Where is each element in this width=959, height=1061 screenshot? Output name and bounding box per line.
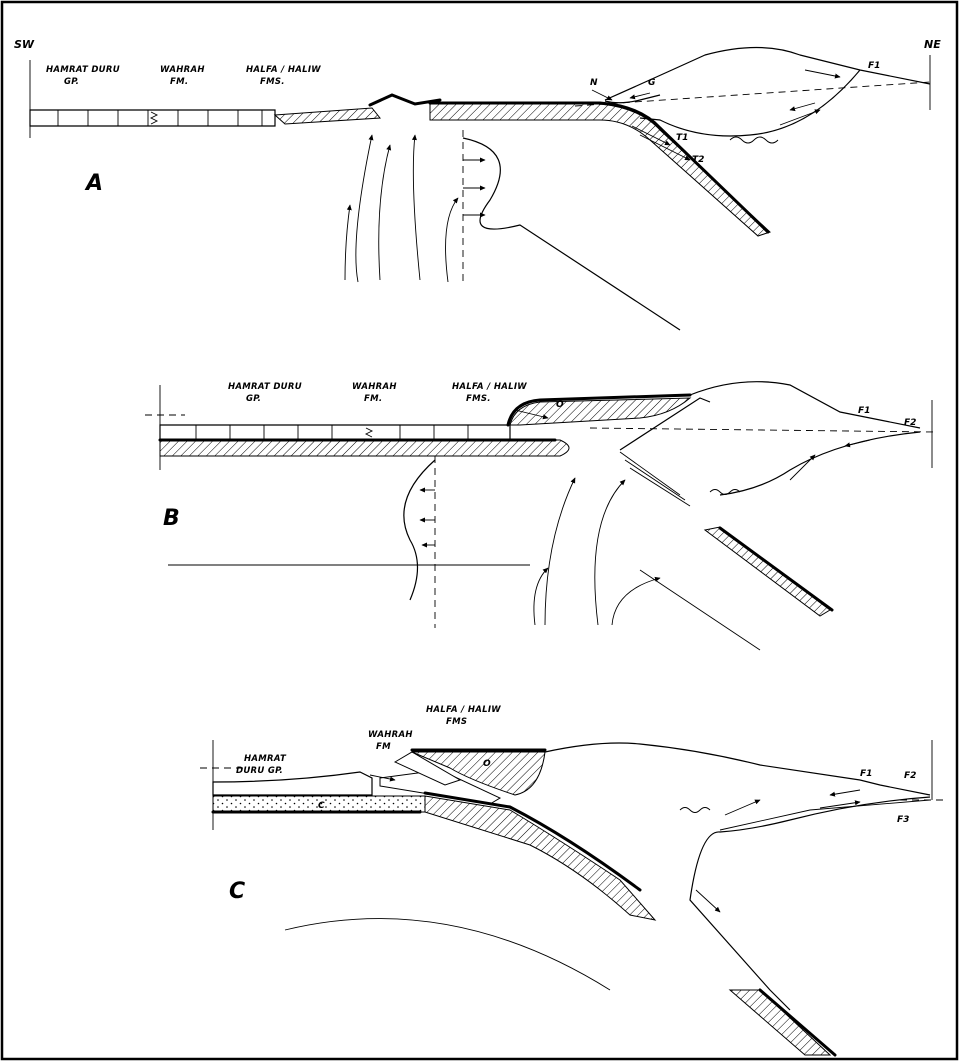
panel-c-marker-o: O [483, 759, 491, 769]
panel-b-label-wahrah: WAHRAH [352, 382, 397, 392]
panel-a-profile-arrows [463, 160, 485, 215]
panel-a-flow-1 [356, 135, 372, 282]
panel-a-letter: A [84, 171, 103, 196]
panel-b-slab [705, 527, 830, 616]
panel-a-dashed-level [575, 82, 930, 106]
panel-b-slab-top [720, 528, 832, 610]
panel-b-arrow-back [845, 440, 870, 446]
panel-a-arrow-f1 [805, 70, 840, 77]
panel-b-slab-base-line [640, 570, 760, 650]
panel-a-flow-4 [446, 198, 458, 282]
panel-c-marker-f3: F3 [897, 815, 909, 825]
panel-c-label-wahrah: WAHRAH [368, 730, 413, 740]
panel-b-profile-curve [404, 460, 435, 600]
panel-a-profile-curve [463, 138, 680, 330]
panel-c-marker-f2: F2 [904, 771, 916, 781]
panel-b-marker-f1: F1 [858, 406, 870, 416]
panel-c-label-hamrat: HAMRAT [244, 754, 287, 764]
panel-b-label-hamrat: HAMRAT DURU [228, 382, 302, 392]
sw-label: SW [14, 38, 35, 51]
panel-c-label-fms: FMS [446, 717, 467, 727]
panel-b-wedge [690, 382, 920, 495]
panel-b-facies-change [366, 428, 372, 437]
panel-a-label-halfa: HALFA / HALIW [246, 65, 321, 75]
panel-b-marker-o: O [556, 400, 564, 410]
panel-a-squiggle [730, 137, 778, 143]
panel-a-facies-change [151, 112, 157, 124]
ne-label: NE [924, 38, 941, 51]
panel-a-marker-g: G [648, 78, 655, 88]
panel-b-dashed-level [590, 428, 935, 432]
panel-a-marker-t2: T2 [692, 155, 704, 165]
panel-b-strata [160, 425, 510, 440]
panel-a-strata-ticks [58, 110, 262, 126]
panel-c-marker-f1: F1 [860, 769, 872, 779]
panel-a-marker-f1: F1 [868, 61, 880, 71]
panel-a-arrow-back2 [790, 103, 815, 110]
panel-b-flow-1 [545, 478, 575, 625]
panel-b-strata-ticks [196, 425, 468, 440]
panel-b-flow-2 [595, 480, 625, 625]
panel-a-arrow-n [592, 90, 612, 100]
panel-a-slab-top [430, 103, 768, 232]
panel-a-label-gp: GP. [64, 77, 79, 87]
panel-a-crust-left [275, 108, 380, 124]
panel-c-arrow-back [830, 790, 860, 795]
panel-a-arrow-back [780, 110, 820, 125]
panel-a-arrow-g [630, 93, 650, 98]
panel-a-label-wahrah: WAHRAH [160, 65, 205, 75]
panel-c-label-halfa: HALFA / HALIW [426, 705, 501, 715]
panel-a-label-fms: FMS. [260, 77, 285, 87]
panel-a: A HAMRAT DURU GP. WAHRAH FM. HALFA / HAL… [30, 48, 930, 331]
panel-c: C HAMRAT DURU GP. WAHRAH FM HALFA / HALI… [200, 705, 945, 1055]
panel-c-marker-c: C [318, 801, 325, 811]
panel-b-flow-4 [612, 578, 660, 625]
panel-a-flow-2 [379, 145, 390, 280]
panel-c-arrow-up [725, 800, 760, 815]
panel-b-ophiolite [510, 398, 690, 425]
panel-a-marker-t1: T1 [676, 133, 688, 143]
panel-b-marker-f2: F2 [904, 418, 916, 428]
panel-b-label-gp: GP. [246, 394, 261, 404]
panel-a-label-hamrat: HAMRAT DURU [46, 65, 120, 75]
panel-a-flow-5 [345, 205, 350, 280]
panel-a-flow-3 [413, 135, 420, 280]
panel-a-marker-n: N [590, 78, 598, 88]
panel-b-letter: B [163, 506, 180, 531]
panel-a-label-fm: FM. [170, 77, 188, 87]
panel-b: B HAMRAT DURU GP. WAHRAH FM. HALFA / HAL… [145, 382, 935, 650]
panel-b-profile-arrows [420, 490, 435, 545]
panel-c-label-duru-gp: DURU GP. [236, 766, 283, 776]
panel-c-squiggle [680, 808, 710, 813]
panel-b-label-halfa: HALFA / HALIW [452, 382, 527, 392]
panel-c-slab [425, 796, 655, 920]
panel-c-arrow-descend [696, 890, 720, 912]
panel-b-label-fms: FMS. [466, 394, 491, 404]
panel-b-imbricates [620, 452, 690, 506]
panel-b-crust [160, 440, 569, 456]
panel-c-letter: C [229, 879, 245, 904]
panel-b-label-fm: FM. [364, 394, 382, 404]
panel-c-label-fm: FM [376, 742, 391, 752]
panel-c-mantle-arc [285, 919, 610, 990]
